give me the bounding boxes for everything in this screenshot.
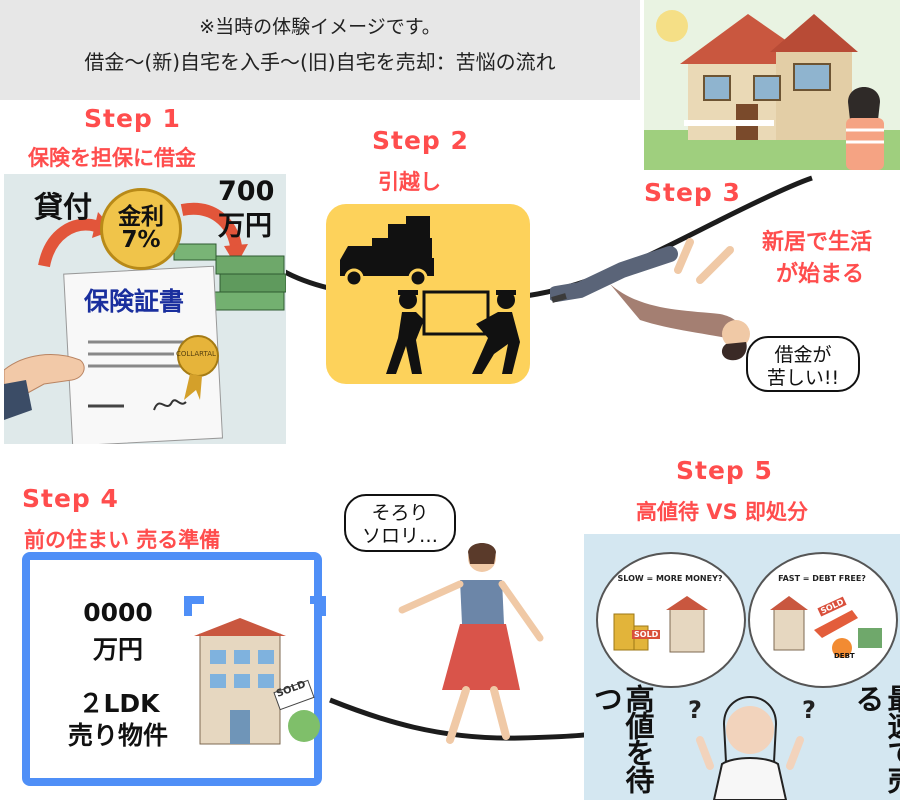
step3-subtitle-1: 新居で生活 <box>762 230 873 255</box>
question-mark-left: ? <box>688 696 702 724</box>
left-sold-sign: SOLD <box>632 630 661 639</box>
step5-label: Step 5 <box>676 456 773 485</box>
step4-bubble-line-1: そろり <box>371 502 429 524</box>
step3-bubble-line-1: 借金が <box>774 344 832 366</box>
question-mark-right: ? <box>802 696 816 724</box>
wait-high-price-text: 高値を待つ <box>589 684 655 792</box>
listing-layout: ２LDK <box>78 689 160 718</box>
step4-speech-bubble: そろり ソロリ… <box>344 494 456 552</box>
listing-type: 売り物件 <box>67 721 168 750</box>
title-line-2: 借金〜(新)自宅を入手〜(旧)自宅を売却：苦悩の流れ <box>84 50 556 74</box>
step3-label: Step 3 <box>644 178 741 207</box>
step2-label: Step 2 <box>372 126 469 155</box>
interest-label: 金利 <box>118 204 164 230</box>
step1-illustration <box>4 202 286 444</box>
step4-listing-frame: SOLD 0000 万円 ２LDK 売り物件 <box>22 552 326 786</box>
certificate-title: 保険証書 <box>84 287 185 316</box>
seal-text: COLLARTAL <box>176 350 216 358</box>
step1-subtitle: 保険を担保に借金 <box>28 146 196 170</box>
step4-bubble-line-2: ソロリ… <box>361 525 438 547</box>
loan-label: 貸付 <box>34 190 93 224</box>
left-thought-text: SLOW = MORE MONEY? <box>617 574 723 583</box>
step3-bubble-line-2: 苦しい!! <box>766 367 840 389</box>
step3-house-panel <box>644 0 900 170</box>
right-thought-bubble <box>748 552 898 688</box>
step4-subtitle: 前の住まい 売る準備 <box>24 528 221 552</box>
title-box: ※当時の体験イメージです。 借金〜(新)自宅を入手〜(旧)自宅を売却：苦悩の流れ <box>0 0 640 100</box>
step4-label: Step 4 <box>22 484 119 513</box>
step3-subtitle-2: が始まる <box>776 262 865 287</box>
hanging-person-illustration <box>550 238 750 361</box>
interest-rate: 7% <box>121 227 161 253</box>
step1-panel: 貸付 金利 7% 700 万円 保険証書 COLLARTAL <box>4 174 286 444</box>
sell-fastest-text: 最速で売る <box>851 684 900 792</box>
title-line-1: ※当時の体験イメージです。 <box>199 16 441 38</box>
step5-illustration <box>613 596 882 800</box>
step5-subtitle: 高値待 VS 即処分 <box>636 500 808 524</box>
right-thought-text: FAST = DEBT FREE? <box>778 574 866 583</box>
step5-panel: SLOW = MORE MONEY? FAST = DEBT FREE? SOL… <box>584 534 900 800</box>
step2-subtitle: 引越し <box>378 170 441 194</box>
moving-icon <box>340 216 520 374</box>
amount-number: 700 <box>218 176 275 207</box>
listing-price-unit: 万円 <box>92 635 143 664</box>
balancing-woman-illustration <box>398 543 544 744</box>
amount-unit: 万円 <box>218 211 272 242</box>
listing-house-illustration <box>184 596 326 745</box>
step1-label: Step 1 <box>84 104 181 133</box>
step2-panel <box>326 204 530 384</box>
debt-label: DEBT <box>834 652 855 660</box>
interest-coin: 金利 7% <box>100 188 182 270</box>
listing-price-number: 0000 <box>83 598 153 627</box>
step3-speech-bubble: 借金が 苦しい!! <box>746 336 860 392</box>
new-house-illustration <box>644 10 900 170</box>
